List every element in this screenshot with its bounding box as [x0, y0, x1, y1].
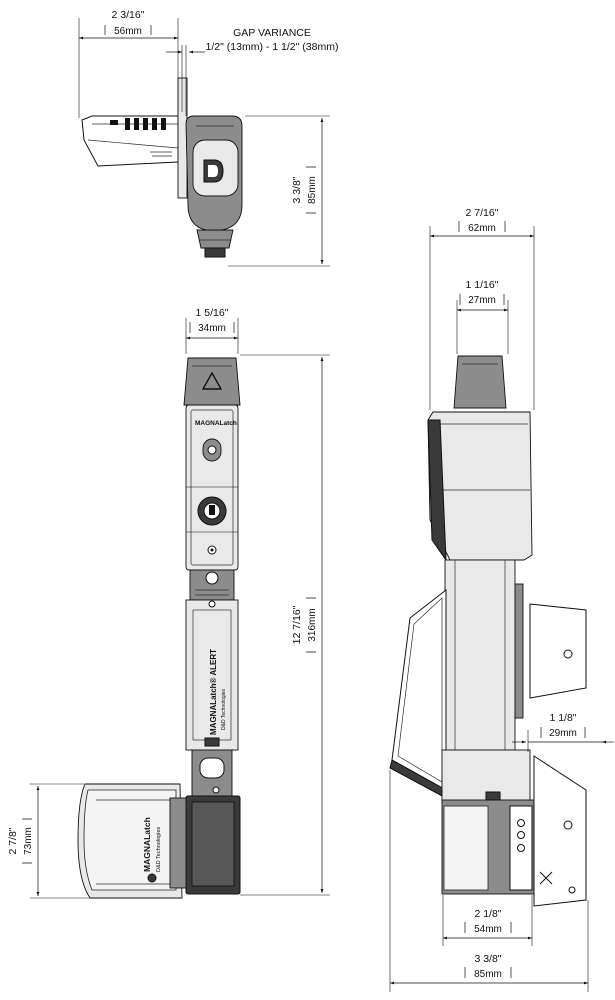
dim-bracket-height: 2 7/8" 73mm [7, 783, 90, 899]
front-alert-maker: D&D Technologies [221, 688, 227, 730]
bracket-brand: MAGNALatch [142, 817, 152, 872]
dim-side-overall-width-imperial: 3 3/8" [474, 953, 501, 965]
dim-side-width: 2 7/16" 62mm [429, 207, 535, 410]
dim-side-bottom-width: 2 1/8" 54mm [442, 895, 533, 946]
side-view-knob [453, 355, 507, 409]
dim-side-width-metric: 62mm [468, 223, 496, 234]
front-latch-brand: MAGNALatch [195, 420, 237, 427]
dim-front-height-metric: 316mm [307, 608, 318, 641]
dim-side-overall-width-metric: 85mm [474, 969, 502, 980]
dim-side-plate-offset: 1 1/8" 29mm [512, 712, 614, 752]
front-view-latch-body: MAGNALatch [185, 404, 239, 571]
front-view: MAGNALatch MAGNALatch® ALERT D&D Technol… [7, 307, 330, 899]
front-view-lower-housing [185, 749, 241, 895]
top-view-latch-head [185, 115, 243, 258]
front-view-connector [189, 569, 235, 601]
dim-front-height-imperial: 12 7/16" [291, 605, 303, 644]
side-view-head [427, 411, 533, 562]
dim-side-bottom-width-imperial: 2 1/8" [474, 908, 501, 920]
dim-bracket-height-imperial: 2 7/8" [7, 827, 19, 854]
dim-front-width-metric: 34mm [198, 323, 226, 334]
bracket-maker: D&D Technologies [156, 827, 162, 872]
top-view: 2 3/16" 56mm GAP VARIANCE 1/2" (13mm) - … [78, 9, 338, 267]
dim-side-knob-width: 1 1/16" 27mm [456, 279, 509, 354]
dim-side-width-imperial: 2 7/16" [466, 207, 499, 219]
dim-front-width-imperial: 1 5/16" [196, 307, 229, 319]
front-alert-brand: MAGNALatch® ALERT [209, 649, 218, 735]
front-view-pull-knob [183, 357, 241, 406]
front-view-alert-module: MAGNALatch® ALERT D&D Technologies [185, 599, 239, 751]
dim-side-overall-width: 3 3/8" 85mm [389, 770, 589, 992]
dim-top-height: 3 3/8" 85mm [228, 115, 330, 267]
side-view-body [444, 559, 524, 751]
gap-variance-range: 1/2" (13mm) - 1 1/2" (38mm) [206, 41, 339, 53]
dim-top-height-metric: 85mm [307, 176, 318, 204]
side-view: 2 7/16" 62mm 1 1/16" 27mm 1 1/8" 29mm [389, 207, 614, 992]
dim-bracket-height-metric: 73mm [23, 827, 34, 855]
side-view-slope-bracket [389, 588, 447, 799]
dim-side-plate-offset-imperial: 1 1/8" [549, 712, 576, 724]
dim-top-width: 2 3/16" 56mm [78, 9, 179, 118]
dim-top-height-imperial: 3 3/8" [291, 176, 303, 203]
dim-top-width-imperial: 2 3/16" [112, 9, 145, 21]
dim-side-knob-width-metric: 27mm [468, 295, 496, 306]
dim-side-plate-offset-metric: 29mm [549, 728, 577, 739]
side-view-lower-plate [533, 755, 587, 907]
dim-top-width-metric: 56mm [114, 26, 142, 37]
dim-front-width: 1 5/16" 34mm [185, 307, 239, 354]
gap-variance-title: GAP VARIANCE [233, 27, 311, 39]
top-view-post-plate [177, 77, 188, 199]
dim-side-knob-width-imperial: 1 1/16" [466, 279, 499, 291]
side-view-upper-plate [529, 603, 587, 699]
side-view-lower-section [441, 749, 535, 895]
top-view-bracket-arm [81, 115, 179, 167]
dim-front-height: 12 7/16" 316mm [240, 354, 330, 896]
dim-gap-variance: GAP VARIANCE 1/2" (13mm) - 1 1/2" (38mm) [166, 27, 338, 116]
front-view-bracket: MAGNALatch D&D Technologies [77, 783, 187, 899]
dim-side-bottom-width-metric: 54mm [474, 924, 502, 935]
